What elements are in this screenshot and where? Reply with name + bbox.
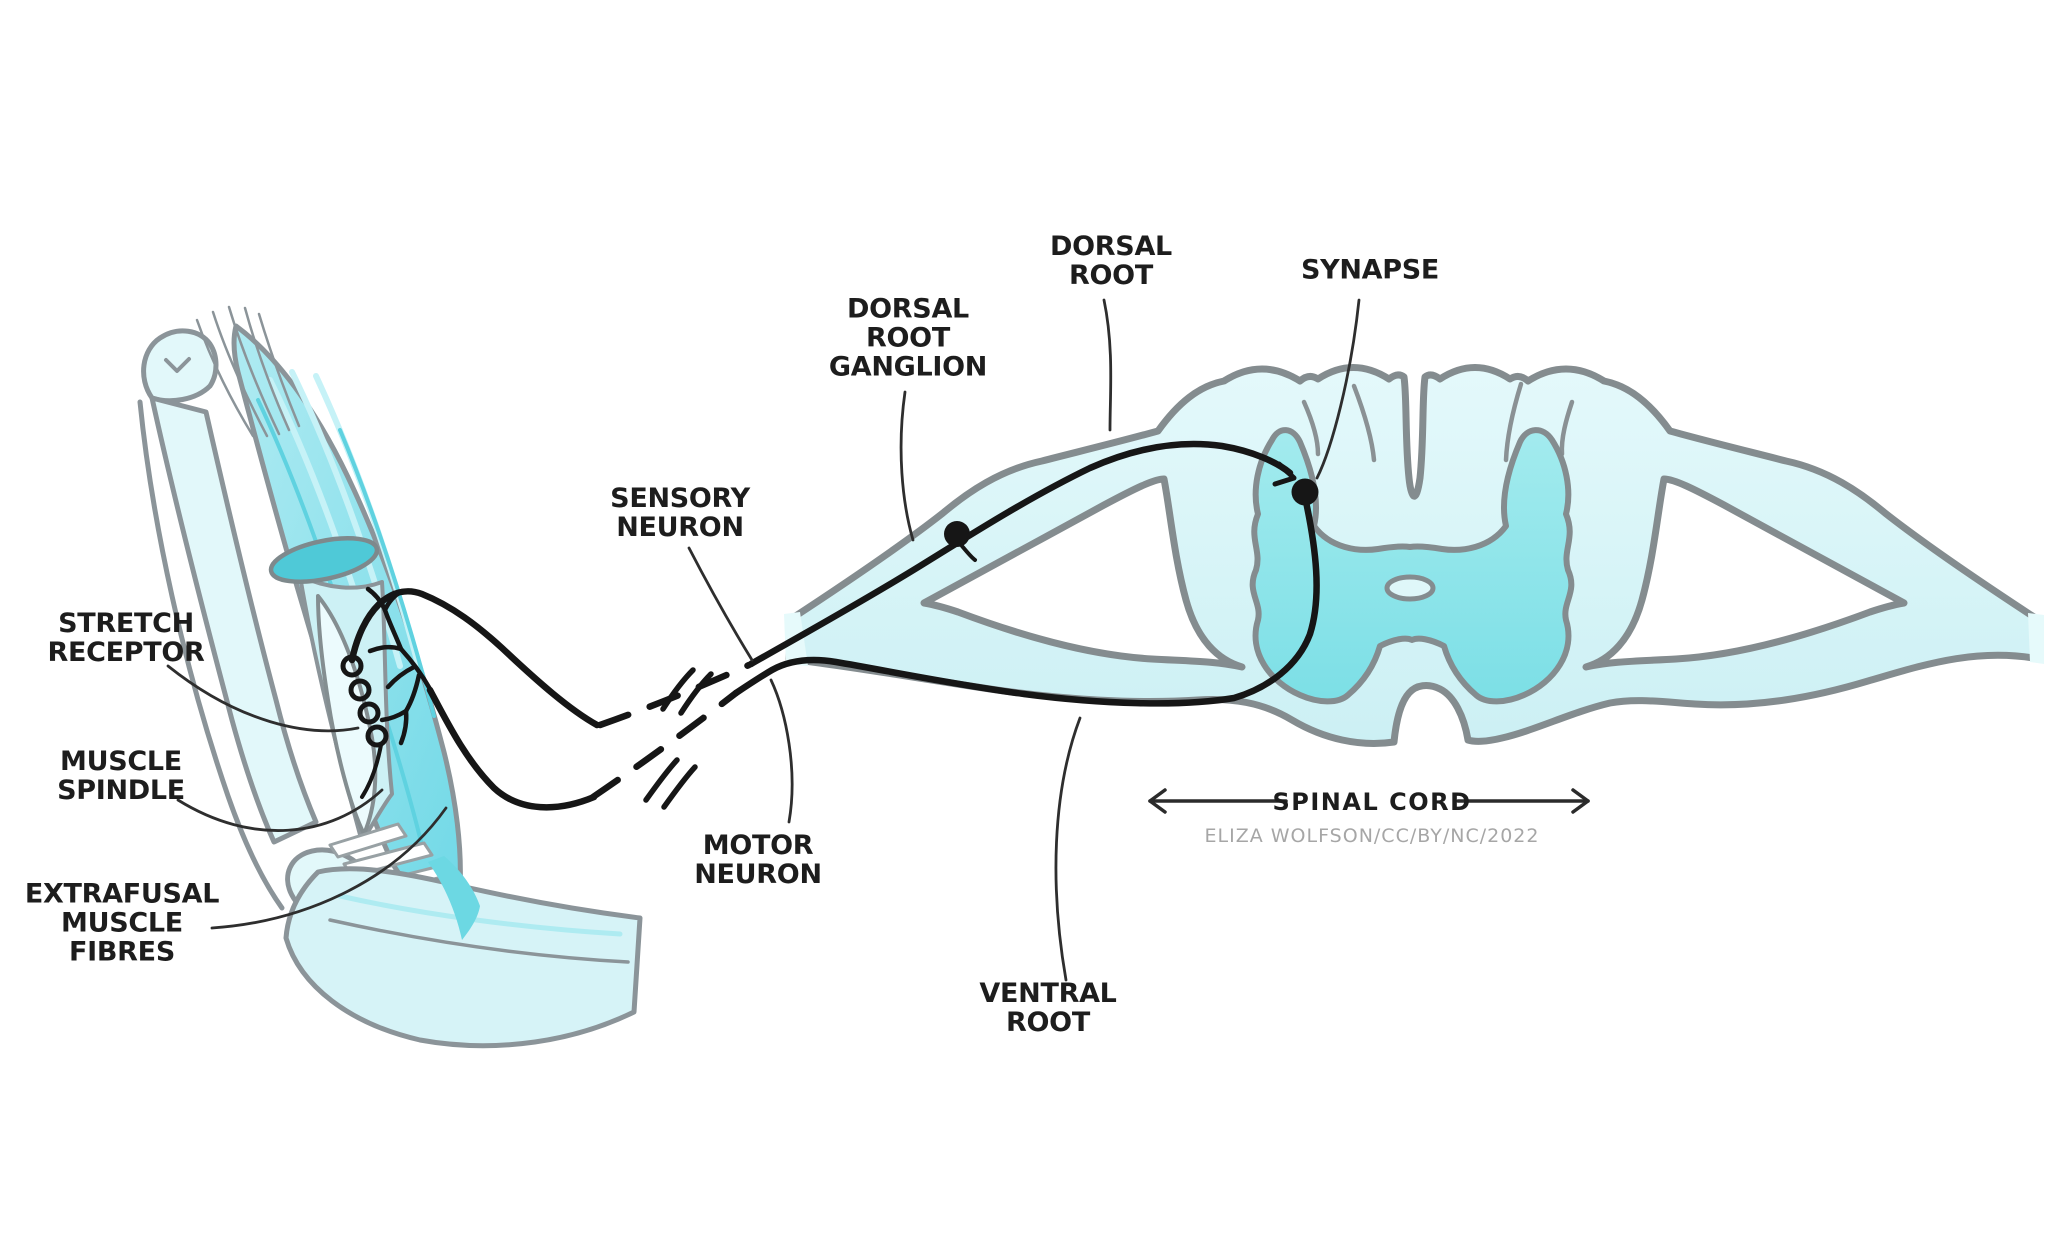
gray-matter [1249,427,1575,705]
synapse-terminal [1291,478,1319,506]
label-spinal-cord: SPINAL CORD [1272,788,1472,816]
spinal-cord-span-arrow [1148,788,1590,814]
axon-break-marks [643,667,714,810]
credit-line: ELIZA WOLFSON/CC/BY/NC/2022 [1204,825,1540,847]
label-muscle-spindle: MUSCLE SPINDLE [57,745,185,806]
label-extrafusal-muscle-fibres: EXTRAFUSAL MUSCLE FIBRES [24,878,220,968]
ganglion-cell-stem [960,544,977,562]
label-dorsal-root-ganglion: DORSAL ROOT GANGLION [828,293,988,383]
label-synapse: SYNAPSE [1300,254,1440,286]
leader-motor-neuron [769,678,794,824]
right-nerve-torn-tip [2028,613,2044,664]
right-root-gap [1582,475,1908,671]
leader-dorsal-root [1102,298,1113,432]
leader-stretch-receptor [166,664,360,733]
dorsal-root-ganglion-cell-body [944,521,970,547]
arm-illustration [137,305,643,1049]
left-root-gap [920,475,1246,671]
biceps-tendon-insertion [428,856,480,940]
label-leader-lines [166,298,1361,982]
motor-neuron-fiber-muscle [426,686,598,811]
upper-arm-contour [137,399,285,911]
sensory-neuron-fiber-dorsal-root [747,440,1294,668]
humerus-bone [149,395,319,845]
dorsal-column-lines [1301,381,1575,463]
label-dorsal-root: DORSAL ROOT [1050,230,1172,291]
leader-dorsal-root-ganglion [899,390,915,542]
leader-sensory-neuron [687,546,754,662]
muscle-cut-surface [268,536,380,584]
stretch-receptor-coil [340,654,389,799]
leader-ventral-root [1054,716,1082,982]
label-ventral-root: VENTRAL ROOT [979,977,1117,1038]
forearm [283,866,643,1049]
motor-neuron-fiber-dashed [589,689,740,801]
central-canal [1384,574,1436,602]
humerus-head-notch [164,357,191,373]
leader-synapse [1315,298,1361,480]
forearm-bone-line [328,918,630,964]
label-stretch-receptor: STRETCH RECEPTOR [47,607,205,668]
sensory-neuron-fiber-muscle [348,588,601,729]
leader-extrafusal-fibres [210,806,448,930]
sensory-axon-terminal-arrow [1272,461,1297,487]
neuron-circuit [340,440,1320,811]
motor-neuron-fiber-ventral-root [732,493,1320,707]
label-motor-neuron: MOTOR NEURON [694,829,822,890]
label-sensory-neuron: SENSORY NEURON [610,482,750,543]
leader-muscle-spindle [176,788,384,832]
shoulder-tendon-strands [195,305,301,438]
